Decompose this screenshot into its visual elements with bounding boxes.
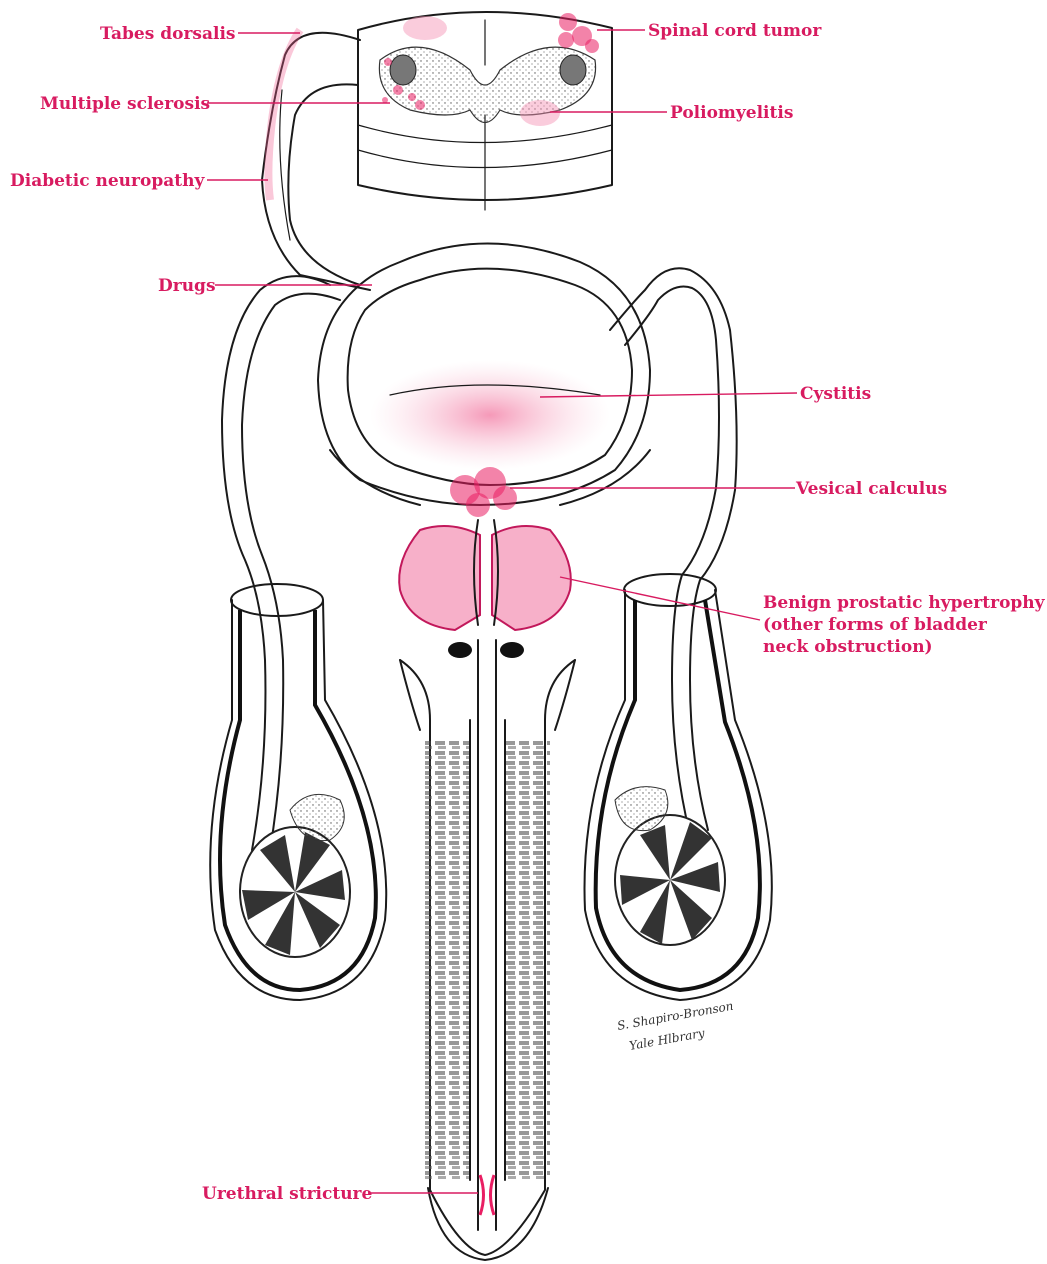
spinal-cord xyxy=(358,12,612,210)
label-poliomyelitis: Poliomyelitis xyxy=(670,103,793,123)
left-vas-deferens xyxy=(222,276,340,850)
label-bph-line-3: neck obstruction) xyxy=(763,637,933,657)
left-testis xyxy=(210,584,386,1000)
label-bph-line-1: Benign prostatic hypertrophy xyxy=(763,593,1046,613)
bladder xyxy=(318,244,650,506)
label-vesical-calculus: Vesical calculus xyxy=(795,479,947,499)
label-cystitis: Cystitis xyxy=(800,384,871,404)
label-bph-line-2: (other forms of bladder xyxy=(763,615,988,635)
right-vas-deferens xyxy=(610,268,737,835)
signature-line-1: S. Shapiro-Bronson xyxy=(616,999,734,1033)
artist-signature: S. Shapiro-Bronson Yale Hlbrary xyxy=(616,999,734,1053)
label-urethral-stricture: Urethral stricture xyxy=(202,1184,373,1204)
label-diabetic-neuropathy: Diabetic neuropathy xyxy=(10,171,205,191)
label-tabes-dorsalis: Tabes dorsalis xyxy=(100,24,236,44)
label-drugs: Drugs xyxy=(158,276,216,296)
spinal-tumor xyxy=(558,13,599,53)
vesical-calculus xyxy=(450,467,517,517)
prostate xyxy=(399,520,571,658)
label-multiple-sclerosis: Multiple sclerosis xyxy=(40,94,210,114)
label-spinal-cord-tumor: Spinal cord tumor xyxy=(648,21,822,41)
signature-line-2: Yale Hlbrary xyxy=(628,1026,706,1053)
pelvic-nerves xyxy=(262,30,370,290)
right-testis xyxy=(585,574,772,1000)
penis xyxy=(400,640,575,1260)
